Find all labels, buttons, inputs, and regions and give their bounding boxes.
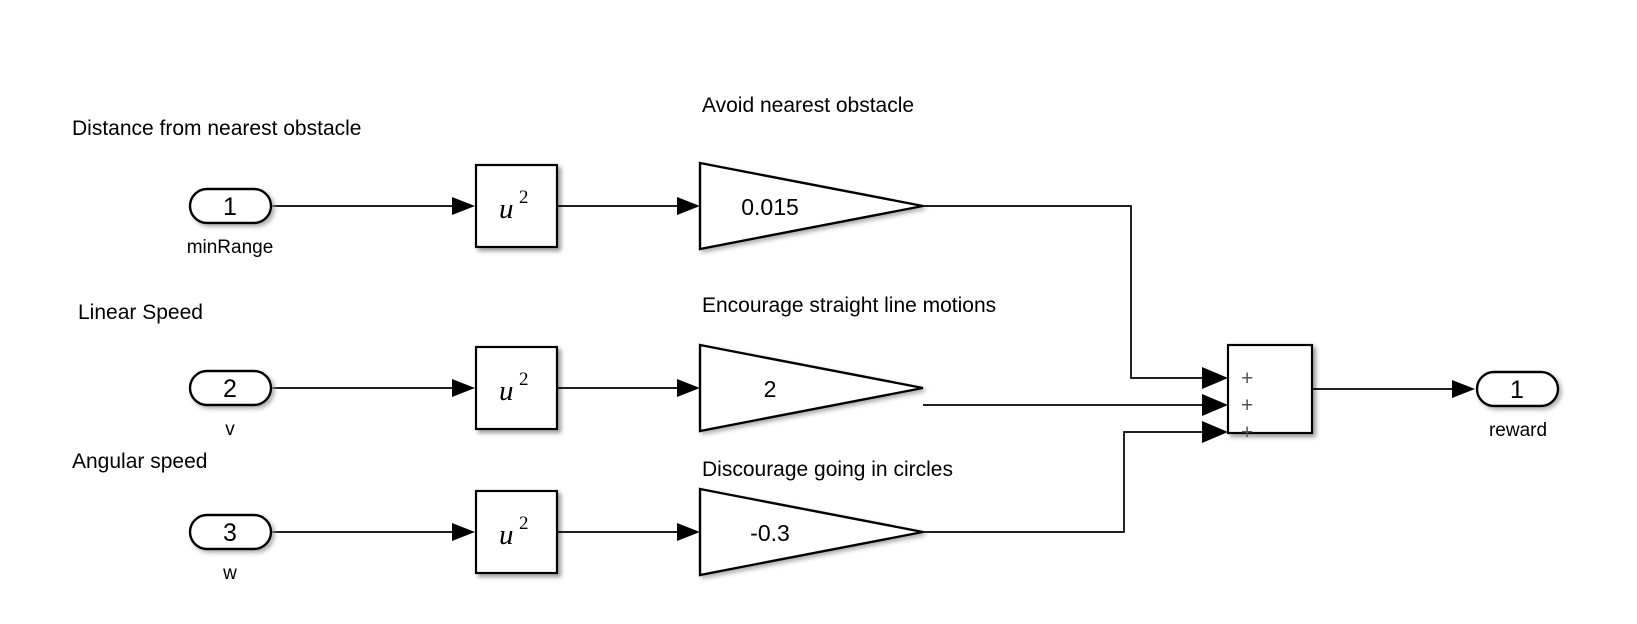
annotation-encourage-straight-line-motions: Encourage straight line motions [702, 294, 997, 317]
annotation-angular-speed: Angular speed [72, 450, 208, 473]
wire-inport2-to-square2 [271, 379, 475, 397]
gain-block-1[interactable] [698, 161, 924, 251]
gain-block-1-value: 0.015 [741, 194, 799, 220]
square-block-3-base: u [499, 519, 514, 551]
arrowhead-square1-input [452, 197, 475, 215]
arrowhead-gain1-input [677, 197, 700, 215]
wire-square2-to-gain2 [557, 379, 700, 397]
annotation-avoid-nearest-obstacle: Avoid nearest obstacle [702, 94, 915, 117]
inport-2-label: v [225, 419, 235, 440]
gain-block-2-value: 2 [764, 376, 777, 402]
gain-block-3-value: -0.3 [750, 520, 790, 546]
outport-label: reward [1488, 420, 1548, 441]
gain-block-3[interactable] [698, 487, 924, 577]
wire-gain1-to-sum [923, 205, 1228, 389]
arrowhead-gain3-input [677, 523, 700, 541]
annotation-linear-speed: Linear Speed [78, 301, 203, 324]
sum-sign-2: + [1241, 394, 1253, 417]
sum-sign-1: + [1241, 367, 1253, 390]
arrowhead-sum-input-2 [1202, 394, 1228, 416]
inport-block-3[interactable] [188, 513, 273, 551]
sum-block[interactable] [1226, 343, 1314, 435]
inport-3-number: 3 [223, 519, 237, 547]
inport-1-number: 1 [223, 193, 237, 221]
annotation-discourage-going-in-circles: Discourage going in circles [702, 458, 953, 481]
inport-3-label: w [223, 563, 237, 584]
square-block-3-exponent: 2 [519, 513, 529, 534]
arrowhead-gain2-input [677, 379, 700, 397]
inport-block-2[interactable] [188, 369, 273, 407]
inport-2-number: 2 [223, 375, 237, 403]
wire-sum-to-outport [1312, 380, 1475, 398]
arrowhead-square2-input [452, 379, 475, 397]
annotation-distance-from-nearest-obstacle: Distance from nearest obstacle [72, 117, 362, 140]
wire-gain2-to-sum [923, 394, 1228, 416]
sum-sign-3: + [1241, 421, 1253, 444]
wire-inport3-to-square3 [271, 523, 475, 541]
arrowhead-sum-input-1 [1202, 367, 1228, 389]
inport-block-1[interactable] [188, 187, 273, 225]
wire-gain3-to-sum [923, 421, 1228, 533]
square-block-1-exponent: 2 [519, 187, 529, 208]
arrowhead-square3-input [452, 523, 475, 541]
square-block-2[interactable] [474, 345, 559, 431]
gain-block-2[interactable] [698, 343, 924, 433]
outport-block[interactable] [1475, 370, 1560, 408]
arrowhead-sum-input-3 [1202, 421, 1228, 443]
square-block-1[interactable] [474, 163, 559, 249]
wire-inport1-to-square1 [271, 197, 475, 215]
arrowhead-outport-input [1452, 380, 1475, 398]
square-block-2-exponent: 2 [519, 369, 529, 390]
wire-square1-to-gain1 [557, 197, 700, 215]
square-block-2-base: u [499, 375, 514, 407]
outport-number: 1 [1510, 376, 1524, 404]
square-block-3[interactable] [474, 489, 559, 575]
wire-square3-to-gain3 [557, 523, 700, 541]
square-block-1-base: u [499, 193, 514, 225]
inport-1-label: minRange [186, 237, 274, 258]
